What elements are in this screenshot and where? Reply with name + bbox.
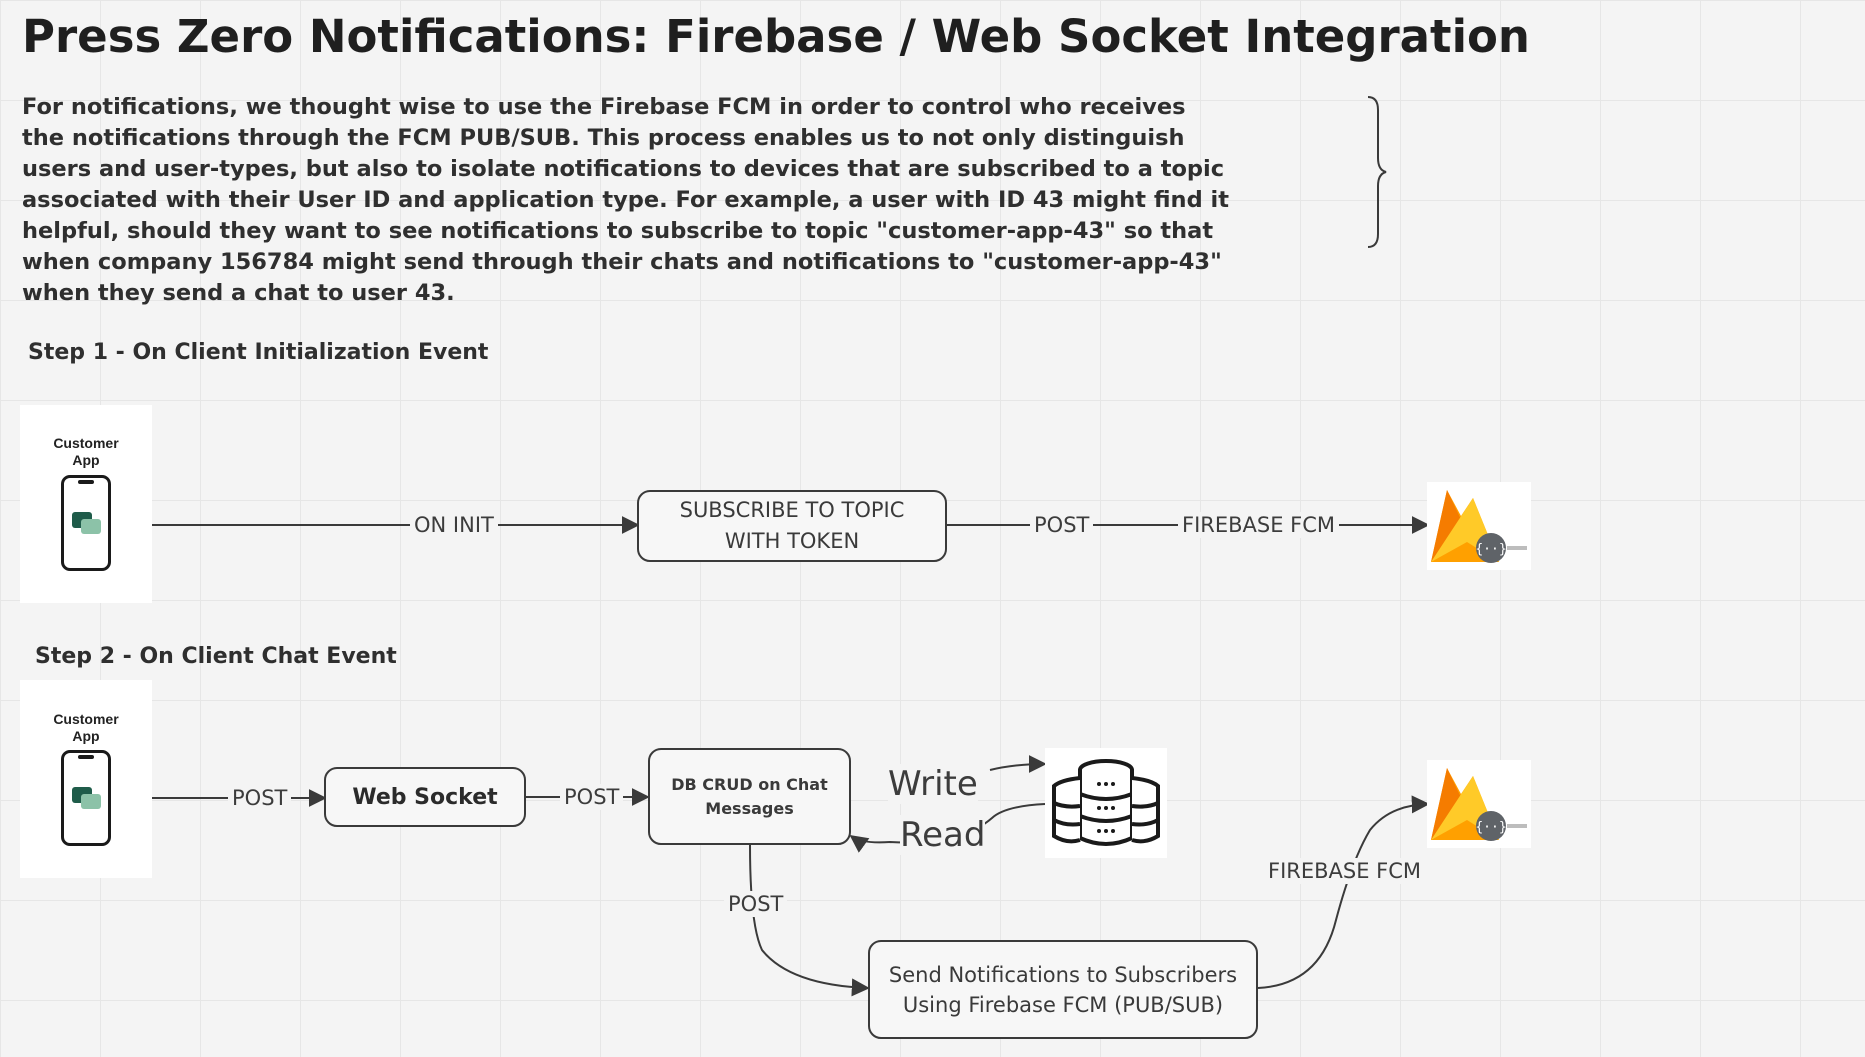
edge-label-post-2: POST [560,784,624,810]
customer-app-label: Customer App [53,435,119,468]
edge-firebase-fcm [1257,795,1430,989]
edge-label-post: POST [1030,512,1094,538]
db-crud-node: DB CRUD on Chat Messages [648,748,851,845]
firebase-flame-icon: {··} [1427,760,1531,848]
send-notifications-node: Send Notifications to Subscribers Using … [868,940,1258,1039]
customer-app-card-step2: Customer App [20,680,152,878]
page-title: Press Zero Notifications: Firebase / Web… [22,10,1530,63]
subscribe-topic-node: SUBSCRIBE TO TOPIC WITH TOKEN [637,490,947,562]
edge-post-send [749,844,870,997]
step1-heading: Step 1 - On Client Initialization Event [28,340,489,365]
websocket-node: Web Socket [324,767,526,827]
customer-app-label: Customer App [53,711,119,744]
svg-text:{··}: {··} [1475,542,1506,557]
edge-label-firebase-fcm: FIREBASE FCM [1178,512,1340,538]
brace-decoration [1367,96,1387,248]
send-notifications-label: Send Notifications to Subscribers Using … [888,962,1238,1017]
edge-label-post-1: POST [228,785,292,811]
websocket-label: Web Socket [352,784,498,810]
customer-app-card-step1: Customer App [20,405,152,603]
edge-label-post-3: POST [724,891,788,917]
edge-label-on-init: ON INIT [410,512,498,538]
step2-heading: Step 2 - On Client Chat Event [35,644,397,669]
subscribe-topic-label: SUBSCRIBE TO TOPIC WITH TOKEN [679,498,905,553]
edge-label-write: Write [888,764,978,804]
db-crud-label: DB CRUD on Chat Messages [671,774,828,818]
svg-text:{··}: {··} [1475,820,1506,835]
description-text: For notifications, we thought wise to us… [22,94,1229,306]
smartphone-chat-icon [61,475,111,571]
edge-write [989,755,1047,774]
edge-label-read: Read [900,815,986,855]
smartphone-chat-icon [61,750,111,846]
edge-label-firebase-fcm-2: FIREBASE FCM [1264,858,1426,884]
firebase-flame-icon: {··} [1427,482,1531,570]
database-servers-icon [1045,748,1167,858]
